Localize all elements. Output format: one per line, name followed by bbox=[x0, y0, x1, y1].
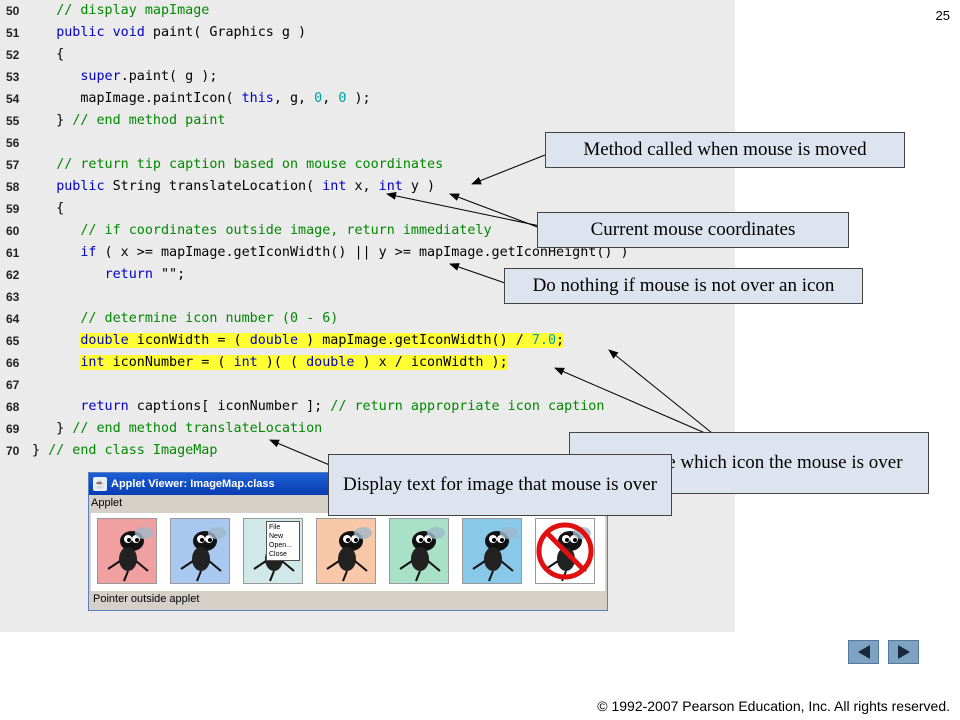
callout-display-text: Display text for image that mouse is ove… bbox=[328, 454, 672, 516]
line-number: 67 bbox=[6, 378, 20, 392]
arrow-determine-icon-number bbox=[554, 367, 706, 434]
code-text: } // end method translateLocation bbox=[32, 421, 323, 436]
arrow-coord-x bbox=[386, 191, 541, 227]
arrow-coord-y bbox=[449, 193, 541, 229]
code-line: 66 int iconNumber = ( int )( ( double ) … bbox=[0, 352, 735, 374]
code-text: // return tip caption based on mouse coo… bbox=[56, 157, 444, 172]
code-text: mapImage.paintIcon( this, g, 0, 0 ); bbox=[32, 91, 371, 106]
applet-title: Applet Viewer: ImageMap.class bbox=[111, 478, 275, 490]
code-line: 60 // if coordinates outside image, retu… bbox=[0, 220, 735, 242]
line-number: 68 bbox=[6, 400, 20, 414]
line-number: 64 bbox=[6, 312, 20, 326]
code-text: return captions[ iconNumber ]; // return… bbox=[80, 399, 605, 414]
callout-current-coordinates: Current mouse coordinates bbox=[537, 212, 849, 248]
code-text: public void paint( Graphics g ) bbox=[56, 25, 307, 40]
arrow-do-nothing bbox=[449, 263, 506, 284]
code-line: 52 { bbox=[0, 44, 735, 66]
code-line: 63 bbox=[0, 286, 735, 308]
menu-popup-item: Open... bbox=[269, 542, 292, 549]
code-line: 57 // return tip caption based on mouse … bbox=[0, 154, 735, 176]
line-number: 65 bbox=[6, 334, 20, 348]
left-arrow-icon bbox=[857, 645, 870, 659]
code-line: 61 if ( x >= mapImage.getIconWidth() || … bbox=[0, 242, 735, 264]
line-number: 66 bbox=[6, 356, 20, 370]
hanging-bug-icon[interactable] bbox=[389, 518, 449, 584]
code-line: 59 { bbox=[0, 198, 735, 220]
line-number: 59 bbox=[6, 202, 20, 216]
code-text: return ""; bbox=[104, 267, 186, 282]
page-number: 25 bbox=[935, 8, 950, 23]
code-line: 53 super.paint( g ); bbox=[0, 66, 735, 88]
code-line: 58 public String translateLocation( int … bbox=[0, 176, 735, 198]
code-text: { bbox=[32, 201, 65, 216]
code-text: } // end class ImageMap bbox=[32, 443, 218, 458]
code-line: 69 } // end method translateLocation bbox=[0, 418, 735, 440]
arrow-determine-icon-width bbox=[608, 349, 713, 434]
line-number: 63 bbox=[6, 290, 20, 304]
callout-method-called: Method called when mouse is moved bbox=[545, 132, 905, 168]
arrow-method-called bbox=[471, 154, 546, 185]
code-line: 68 return captions[ iconNumber ]; // ret… bbox=[0, 396, 735, 418]
code-line: 50 // display mapImage bbox=[0, 0, 735, 22]
callout-do-nothing: Do nothing if mouse is not over an icon bbox=[504, 268, 863, 304]
next-slide-button[interactable] bbox=[888, 640, 919, 664]
right-arrow-icon bbox=[897, 645, 910, 659]
line-number: 61 bbox=[6, 246, 20, 260]
line-number: 70 bbox=[6, 444, 20, 458]
menu-popup-item: New bbox=[269, 533, 284, 540]
code-text: public String translateLocation( int x, … bbox=[56, 179, 436, 194]
line-number: 56 bbox=[6, 136, 20, 150]
code-line: 65 double iconWidth = ( double ) mapImag… bbox=[0, 330, 735, 352]
code-text: // determine icon number (0 - 6) bbox=[80, 311, 339, 326]
code-text: int iconNumber = ( int )( ( double ) x /… bbox=[80, 355, 508, 370]
code-line: 54 mapImage.paintIcon( this, g, 0, 0 ); bbox=[0, 88, 735, 110]
line-number: 57 bbox=[6, 158, 20, 172]
code-line: 64 // determine icon number (0 - 6) bbox=[0, 308, 735, 330]
line-number: 55 bbox=[6, 114, 20, 128]
line-number: 58 bbox=[6, 180, 20, 194]
code-text: double iconWidth = ( double ) mapImage.g… bbox=[80, 333, 565, 348]
arrow-display-text bbox=[269, 439, 333, 467]
line-number: 62 bbox=[6, 268, 20, 282]
thumbs-up-bug-icon[interactable] bbox=[170, 518, 230, 584]
no-bug-icon[interactable] bbox=[535, 518, 595, 584]
code-text: } // end method paint bbox=[32, 113, 226, 128]
line-number: 51 bbox=[6, 26, 20, 40]
menu-popup-item: Close bbox=[269, 551, 287, 558]
code-text: if ( x >= mapImage.getIconWidth() || y >… bbox=[80, 245, 629, 260]
line-number: 52 bbox=[6, 48, 20, 62]
applet-status: Pointer outside applet bbox=[93, 593, 200, 605]
menu-popup-item: File bbox=[269, 524, 281, 531]
code-line: 62 return ""; bbox=[0, 264, 735, 286]
java-icon: ☕ bbox=[93, 477, 107, 491]
line-number: 69 bbox=[6, 422, 20, 436]
code-text: // display mapImage bbox=[56, 3, 210, 18]
code-line: 51 public void paint( Graphics g ) bbox=[0, 22, 735, 44]
code-text: // if coordinates outside image, return … bbox=[80, 223, 492, 238]
lifting-bug-icon[interactable] bbox=[462, 518, 522, 584]
thumbs-down-bug-icon[interactable] bbox=[97, 518, 157, 584]
code-text: { bbox=[32, 47, 65, 62]
code-line: 55 } // end method paint bbox=[0, 110, 735, 132]
line-number: 53 bbox=[6, 70, 20, 84]
running-bug-icon[interactable] bbox=[316, 518, 376, 584]
previous-slide-button[interactable] bbox=[848, 640, 879, 664]
code-text: super.paint( g ); bbox=[80, 69, 218, 84]
code-line: 56 bbox=[0, 132, 735, 154]
copyright-notice: © 1992-2007 Pearson Education, Inc. All … bbox=[597, 698, 950, 714]
line-number: 54 bbox=[6, 92, 20, 106]
applet-menu[interactable]: Applet bbox=[91, 497, 123, 509]
code-line: 70 } // end class ImageMap bbox=[0, 440, 735, 462]
line-number: 50 bbox=[6, 4, 20, 18]
code-line: 67 bbox=[0, 374, 735, 396]
line-number: 60 bbox=[6, 224, 20, 238]
